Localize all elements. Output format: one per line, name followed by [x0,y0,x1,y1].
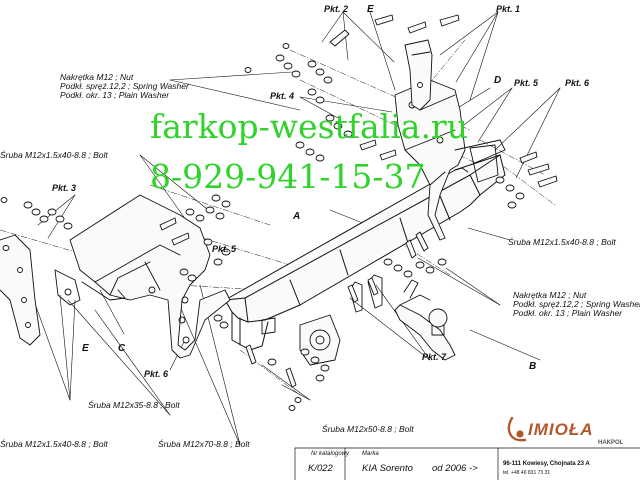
pkt-4: Pkt. 4 [270,91,295,101]
label-spring-washer-r: Podkł. spręż.12,2 ; Spring Washer [513,299,640,309]
ball-mount-b [394,279,456,361]
bracket-c [69,194,231,359]
pkt-5-mid: Pkt. 5 [212,244,237,254]
title-catalog-number: K/022 [308,463,333,474]
part-letter-e-top: E [367,4,374,15]
label-bolt-m12x35: Śruba M12x35-8.8 ; Bolt [88,400,180,410]
label-bolt-m12x15-left: Śruba M12x1.5x40-8.8 ; Bolt [0,150,108,160]
label-bolt-m12x70: Śruba M12x70-8.8 ; Bolt [158,439,250,449]
pkt-6-right: Pkt. 6 [565,78,590,88]
part-letter-a: A [293,211,301,222]
socket-plate [299,314,341,366]
bolts-right [383,151,558,278]
part-letter-e-left: E [82,343,89,354]
label-bolt-m12x15-right: Śruba M12x1.5x40-8.8 ; Bolt [508,237,616,247]
title-vehicle: KIA Sorento [362,463,413,474]
pkt-2: Pkt. 2 [324,4,349,14]
label-nut-tl: Nakrętka M12 ; Nut [60,72,134,82]
brand-tel: tel. +48 46 831 73 31 [503,470,551,476]
watermark-site: farkop-westfalia.ru [150,107,468,146]
center-tabs [261,274,383,335]
brand-address: 96-111 Kowiesy, Chojnata 23 A [503,461,590,467]
label-nut-r: Nakrętka M12 ; Nut [513,290,587,300]
pkt-1: Pkt. 1 [496,4,521,14]
label-bolt-m12x50: Śruba M12x50-8.8 ; Bolt [322,424,414,434]
pkt-3: Pkt. 3 [52,183,77,193]
part-letter-d: D [494,75,502,86]
part-letter-c: C [118,343,126,354]
title-year: od 2006 -> [432,463,478,474]
bracket-e-top [404,39,433,111]
bolts-bottom [245,277,379,411]
label-plain-washer-r: Podkł. okr. 13 ; Plain Washer [513,308,623,318]
label-bolt-m12x15-bottom: Śruba M12x1.5x40-8.8 ; Bolt [0,439,108,449]
title-catalog-header: Nr katalogowy [311,451,350,457]
brand-logo-mark [507,416,527,442]
pkt-5-top: Pkt. 5 [514,78,539,88]
pkt-7: Pkt. 7 [422,352,447,362]
brand-sub: HAKPOL [598,440,624,446]
bolts-left [0,194,231,329]
bracket-d [394,79,506,241]
pkt-6-left: Pkt. 6 [144,369,169,379]
watermark-phone: 8-929-941-15-37 [150,157,426,196]
label-plain-washer-tl: Podkł. okr. 13 ; Plain Washer [60,90,170,100]
bracket-e-left [0,234,81,346]
label-spring-washer-tl: Podkł. spręż.12,2 ; Spring Washer [60,81,189,91]
title-block-frame [294,447,640,480]
brand-name: IMIOŁA [528,420,594,439]
bolts-top-left [244,14,460,162]
title-marka-header: Marka [362,451,379,457]
part-letter-b: B [529,361,537,372]
